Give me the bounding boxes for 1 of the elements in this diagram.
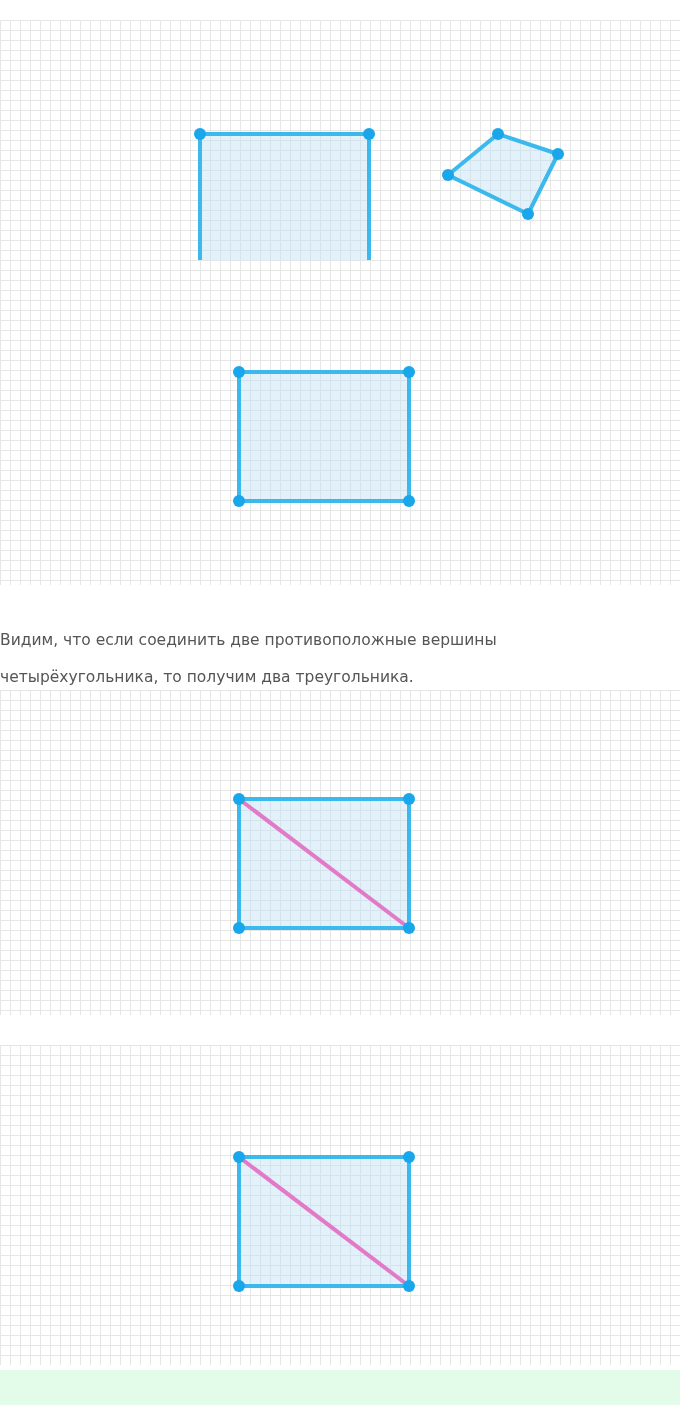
- explanation-text: Видим, что если соединить две противоположные вершины четырёхугольника, то получим два треугольника.: [0, 630, 498, 688]
